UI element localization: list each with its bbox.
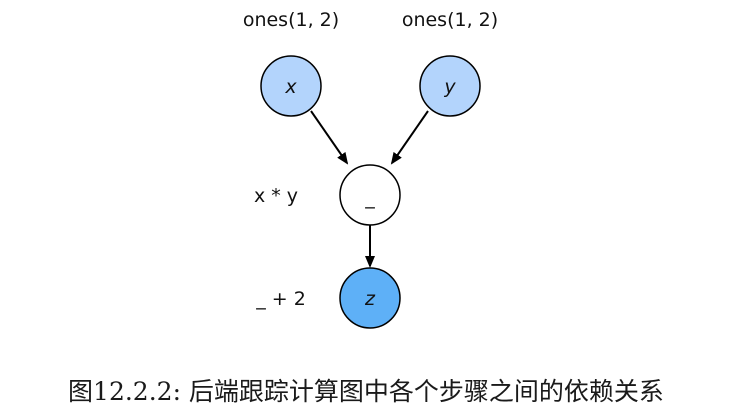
node-y: y [419, 55, 481, 117]
node-mul-label: _ [364, 187, 375, 209]
node-x-circle [260, 55, 322, 117]
node-y-label: y [443, 76, 456, 98]
edge-x-to-mul [310, 110, 349, 165]
node-mul: _ [339, 164, 401, 226]
edge-y-to-mul [390, 110, 429, 165]
node-z-label: z [364, 288, 376, 310]
node-z: z [339, 267, 401, 329]
node-z-circle [339, 267, 401, 329]
dependency-graph: ones(1, 2) ones(1, 2) x * y _ + 2 x y _ … [243, 9, 498, 329]
node-x-label: x [284, 76, 297, 98]
annotation-y: ones(1, 2) [402, 9, 498, 31]
node-mul-circle [339, 164, 401, 226]
node-x: x [260, 55, 322, 117]
node-y-circle [419, 55, 481, 117]
figure-caption: 图12.2.2: 后端跟踪计算图中各个步骤之间的依赖关系 [68, 377, 664, 406]
annotation-x: ones(1, 2) [243, 9, 339, 31]
annotation-z: _ + 2 [255, 288, 306, 310]
annotation-mul: x * y [254, 185, 298, 207]
